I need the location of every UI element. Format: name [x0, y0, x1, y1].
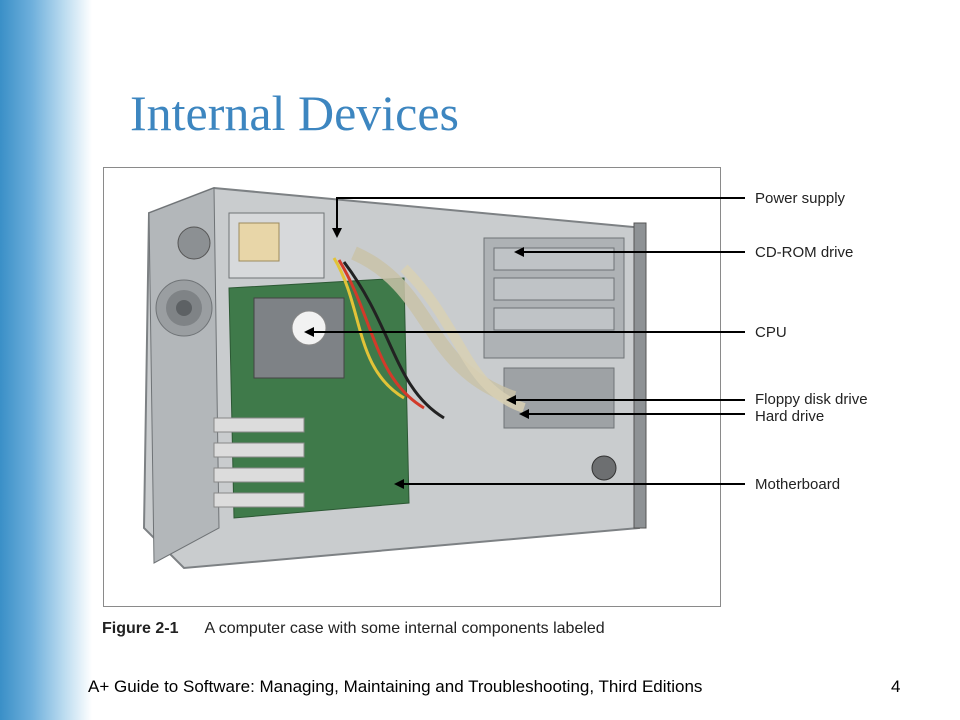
slide-title: Internal Devices — [130, 85, 460, 141]
callout-motherboard: Motherboard — [755, 476, 841, 493]
expansion-slots — [213, 417, 305, 508]
figure-caption: Figure 2-1 A computer case with some inte… — [102, 620, 862, 638]
hard-drive-bay — [503, 367, 615, 429]
callout-power-supply: Power supply — [755, 190, 846, 207]
page-number: 4 — [891, 677, 901, 696]
slide-footer: A+ Guide to Software: Managing, Maintain… — [88, 677, 703, 696]
computer-case-illustration — [142, 186, 647, 570]
callout-floppy-disk-drive: Floppy disk drive — [755, 391, 868, 408]
callout-cpu: CPU — [755, 324, 787, 341]
callout-hard-drive: Hard drive — [755, 408, 825, 425]
callout-cd-rom-drive: CD-ROM drive — [755, 244, 854, 261]
case-vent-holes — [155, 279, 213, 337]
figure-number: Figure 2-1 — [102, 620, 179, 637]
figure-caption-text: A computer case with some internal compo… — [204, 620, 605, 637]
cpu-fan — [291, 310, 327, 346]
left-accent-bar — [0, 0, 92, 720]
case-speaker — [591, 455, 617, 481]
computer-case-photo — [103, 167, 721, 607]
